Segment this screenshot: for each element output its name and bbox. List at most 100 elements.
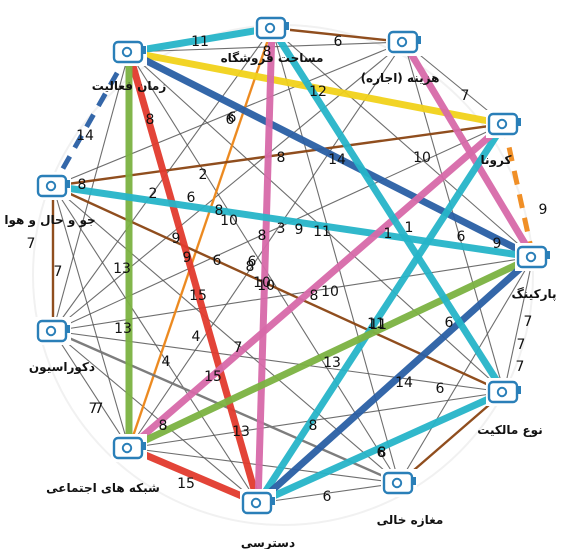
- node-hazine[interactable]: [386, 28, 422, 56]
- edge-weight-zaman-masahat: 11: [191, 34, 209, 50]
- edge-weight-masahat-parking: 9: [183, 250, 192, 266]
- edge-masahat-dastresi: [254, 27, 276, 504]
- node-masahat[interactable]: [254, 14, 290, 42]
- edge-weight-shabake-maghaze: 8: [309, 418, 318, 434]
- edges-layer: [50, 24, 537, 507]
- edge-weight-zaman-maghaze: 6: [226, 112, 235, 128]
- edge-parking-maghaze: [398, 256, 534, 484]
- loose-weight-label: 9: [172, 231, 181, 247]
- node-parking[interactable]: [515, 243, 551, 271]
- edge-weight-hazine-corona: 7: [461, 88, 470, 104]
- node-label-corona: کرونا: [481, 153, 512, 168]
- edge-weight-malekiyat-dastresi: 11: [369, 317, 387, 333]
- edge-weight-malekiyat-shabake: 8: [159, 418, 168, 434]
- edge-malekiyat-maghaze: [398, 391, 505, 484]
- edge-masahat-maghaze: [271, 27, 400, 484]
- edge-decor-shabake: [52, 330, 130, 449]
- edge-weight-shabake-masahat: 4: [192, 329, 201, 345]
- edge-decor-dastresi: [52, 330, 259, 504]
- edge-zaman-dastresi: [125, 51, 262, 504]
- edge-jav-maghaze: [52, 185, 400, 484]
- edge-weight-zaman-decor: 7: [95, 401, 104, 417]
- node-shabake[interactable]: [111, 434, 147, 462]
- edge-weight-decor-dastresi: 7: [234, 340, 243, 356]
- node-device-icon: [112, 40, 146, 64]
- edge-weight-jav-dastresi: 2: [149, 186, 158, 202]
- edge-weight-jav-corona: 8: [277, 150, 286, 166]
- edge-weight-jav-decor: 7: [54, 264, 63, 280]
- edge-decor-maghaze: [52, 329, 400, 485]
- edge-weight-shabake-hazine: 8: [258, 228, 267, 244]
- node-label-dastresi: دسترسی: [241, 536, 295, 549]
- node-corona[interactable]: [486, 110, 522, 138]
- node-label-masahat: مساحت فروشگاه: [221, 51, 324, 66]
- edge-weight-masahat-dastresi: 10: [253, 275, 271, 291]
- node-device-icon: [36, 174, 70, 198]
- edge-weight-masahat-hazine: 6: [334, 34, 343, 50]
- edge-zaman-corona: [128, 48, 505, 128]
- loose-weight-label: 2: [199, 167, 208, 183]
- edge-zaman-parking: [127, 48, 535, 261]
- edge-weight-masahat-malekiyat: 9: [295, 222, 304, 238]
- loose-weight-label: 7: [516, 359, 525, 375]
- node-device-icon: [387, 30, 421, 54]
- edge-weight-zaman-malekiyat: 11: [367, 316, 385, 332]
- node-label-decor: دکوراسیون: [29, 360, 95, 375]
- node-device-icon: [36, 319, 70, 343]
- edge-malekiyat-shabake: [128, 391, 505, 449]
- edge-weight-zaman-parking: 14: [328, 152, 346, 168]
- loose-weight-label: 8: [215, 203, 224, 219]
- loose-weight-label: 8: [310, 288, 319, 304]
- edge-jav-shabake: [52, 185, 130, 449]
- edge-weight-masahat-maghaze: 6: [377, 445, 386, 461]
- node-jav[interactable]: [35, 172, 71, 200]
- node-label-maghaze: مغازه خالی: [377, 513, 444, 527]
- edge-weight-parking-malekiyat: 7: [517, 337, 526, 353]
- edge-decor-parking: [52, 256, 534, 332]
- loose-weight-label: 13: [232, 424, 250, 440]
- edge-weight-decor-masahat: 15: [189, 288, 207, 304]
- edge-zaman-jav: [50, 50, 132, 188]
- node-label-shabake: شبکه های اجتماعی: [46, 481, 160, 495]
- edge-weight-decor-hazine: 10: [257, 278, 275, 294]
- edge-jav-hazine: [52, 41, 405, 187]
- edge-parking-malekiyat: [503, 256, 534, 393]
- loose-weight-label: 8: [78, 177, 87, 193]
- edge-weight-decor-shabake: 7: [89, 401, 98, 417]
- node-device-icon: [487, 112, 521, 136]
- node-maghaze[interactable]: [381, 469, 417, 497]
- node-label-zaman: زمان فعالیت: [92, 79, 167, 93]
- edge-weight-decor-parking: 9: [493, 236, 502, 252]
- node-device-icon: [112, 436, 146, 460]
- node-dastresi[interactable]: [240, 489, 276, 517]
- edge-weight-corona-shabake: 10: [321, 284, 339, 300]
- loose-weight-label: 15: [204, 369, 222, 385]
- edge-weight-dastresi-maghaze: 6: [323, 489, 332, 505]
- edge-weight-zaman-jav: 14: [76, 128, 94, 144]
- edge-weight-decor-malekiyat: 13: [114, 321, 132, 337]
- node-device-icon: [382, 471, 416, 495]
- loose-weight-label: 7: [524, 314, 533, 330]
- node-label-jav: جو و حال و هوا: [4, 213, 95, 228]
- edge-weight-jav-shabake: 7: [27, 236, 36, 252]
- edge-weight-jav-maghaze: 8: [246, 259, 255, 275]
- node-zaman[interactable]: [111, 38, 147, 66]
- loose-weight-label: 6: [213, 253, 222, 269]
- edge-weight-zaman-shabake: 13: [113, 261, 131, 277]
- node-decor[interactable]: [35, 317, 71, 345]
- edge-parking-dastresi: [255, 254, 536, 506]
- node-malekiyat[interactable]: [486, 378, 522, 406]
- edge-masahat-hazine: [271, 26, 405, 44]
- edge-weight-shabake-dastresi: 15: [177, 476, 195, 492]
- edge-malekiyat-dastresi: [256, 388, 506, 507]
- edge-weight-parking-shabake: 13: [323, 355, 341, 371]
- edge-dastresi-maghaze: [257, 482, 400, 504]
- edge-shabake-dastresi: [127, 444, 260, 507]
- edge-shabake-maghaze: [128, 447, 400, 484]
- edge-weight-jav-malekiyat: 6: [248, 254, 257, 270]
- edge-weight-masahat-shabake: 6: [228, 110, 237, 126]
